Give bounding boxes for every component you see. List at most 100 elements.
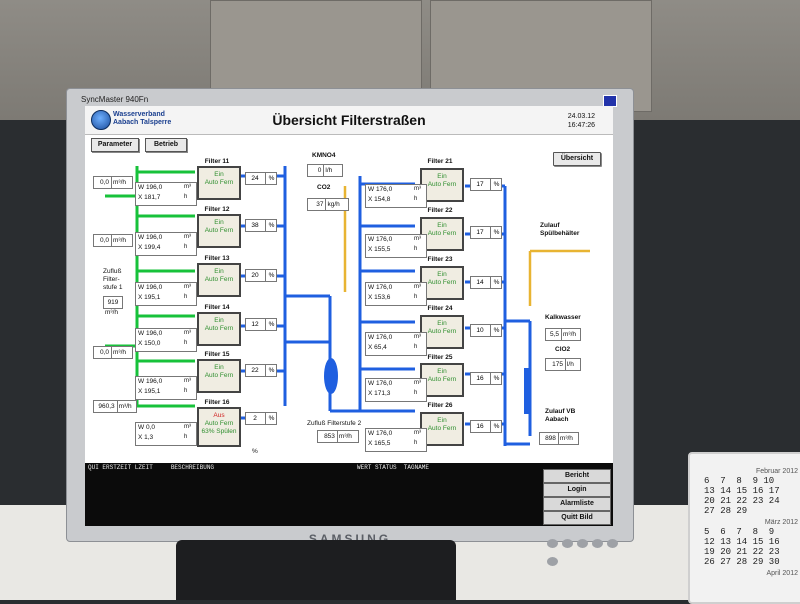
filter-name: Filter 26 [427,402,453,409]
filter-valve-percent: 17% [470,178,502,191]
parameter-button[interactable]: Parameter [91,138,139,152]
quitt-bild-button[interactable]: Quitt Bild [543,511,611,525]
kmno4-label: KMNO4 [312,152,336,159]
monitor-model-label: SyncMaster 940Fn [81,95,149,104]
filter-valve-percent: 17% [470,226,502,239]
power-button[interactable] [547,557,558,566]
datetime: 24.03.12 16:47:26 [568,112,595,130]
alarm-columns-left: QUI ERSTZEIT LZEIT BESCHREIBUNG [88,464,215,471]
filter-name: Filter 11 [204,158,230,165]
filter-valve-percent: 10% [470,324,502,337]
filter-name: Filter 21 [427,158,453,165]
betrieb-button[interactable]: Betrieb [145,138,187,152]
filter-name: Filter 25 [427,354,453,361]
calendar-month: Februar 2012 [755,468,798,475]
filter-valve-percent: 24% [245,172,277,185]
login-button[interactable]: Login [543,483,611,497]
filter-name: Filter 24 [427,305,453,312]
alarmliste-button[interactable]: Alarmliste [543,497,611,511]
blue-pipes [235,166,532,446]
hardware-button[interactable] [547,539,558,548]
filter-name: Filter 16 [204,399,230,406]
hardware-button[interactable] [592,539,603,548]
co2-label: CO2 [317,184,331,191]
filter-valve-percent: 38% [245,219,277,232]
hardware-button[interactable] [607,539,618,548]
calendar-row: 12 13 14 15 16 [704,537,780,547]
filter-name: Filter 13 [204,255,230,262]
uebersicht-button[interactable]: Übersicht [553,152,601,166]
time-value: 16:47:26 [567,122,595,129]
alarm-columns-right: WERT STATUS TAGNAME [357,464,430,471]
calendar-row: 26 27 28 29 30 [704,557,780,567]
alarm-panel: QUI ERSTZEIT LZEIT BESCHREIBUNG WERT STA… [85,463,613,526]
filter-valve-percent: 16% [470,372,502,385]
zufluss-stufe1-value: 919 [103,296,123,309]
desk-calendar: Februar 2012 6 7 8 9 10 13 14 15 16 17 2… [688,452,800,604]
date-value: 24.03.12 [567,113,595,120]
monitor-hardware-buttons [547,535,633,571]
screen-header: Wasserverband Aabach Talsperre Übersicht… [85,106,613,135]
calendar-month: April 2012 [766,570,798,577]
filter-name: Filter 15 [204,351,230,358]
filter-valve-percent: 16% [470,420,502,433]
scada-screen: Wasserverband Aabach Talsperre Übersicht… [85,106,613,526]
zufluss-stufe1-unit: m³/h [105,309,118,316]
filter-name: Filter 12 [204,206,230,213]
mixing-tank-icon [324,358,338,394]
hardware-button[interactable] [562,539,573,548]
zufluss-stufe2-label: Zufluß Filterstufe 2 [307,420,362,427]
hardware-button[interactable] [577,539,588,548]
calendar-row: 6 7 8 9 10 [704,476,775,486]
filter-name: Filter 14 [204,304,230,311]
calendar-row: 13 14 15 16 17 [704,486,780,496]
calendar-row: 19 20 21 22 23 [704,547,780,557]
kalkwasser-label: Kalkwasser [545,314,581,321]
page-title: Übersicht Filterstraßen [272,112,426,128]
calendar-month: März 2012 [764,519,798,526]
tank-icon [524,368,530,414]
calendar-row: 27 28 29 [704,506,748,516]
filter-name: Filter 23 [427,256,453,263]
calendar-row: 5 6 7 8 9 [704,527,775,537]
filter-valve-percent: 22% [245,364,277,377]
percent-label: % [252,448,258,455]
organization-logo-icon [91,110,111,130]
filter-name: Filter 22 [427,207,453,214]
clo2-label: ClO2 [555,346,571,353]
filter-valve-percent: 12% [245,318,277,331]
bericht-button[interactable]: Bericht [543,469,611,483]
monitor-stand [176,540,456,600]
